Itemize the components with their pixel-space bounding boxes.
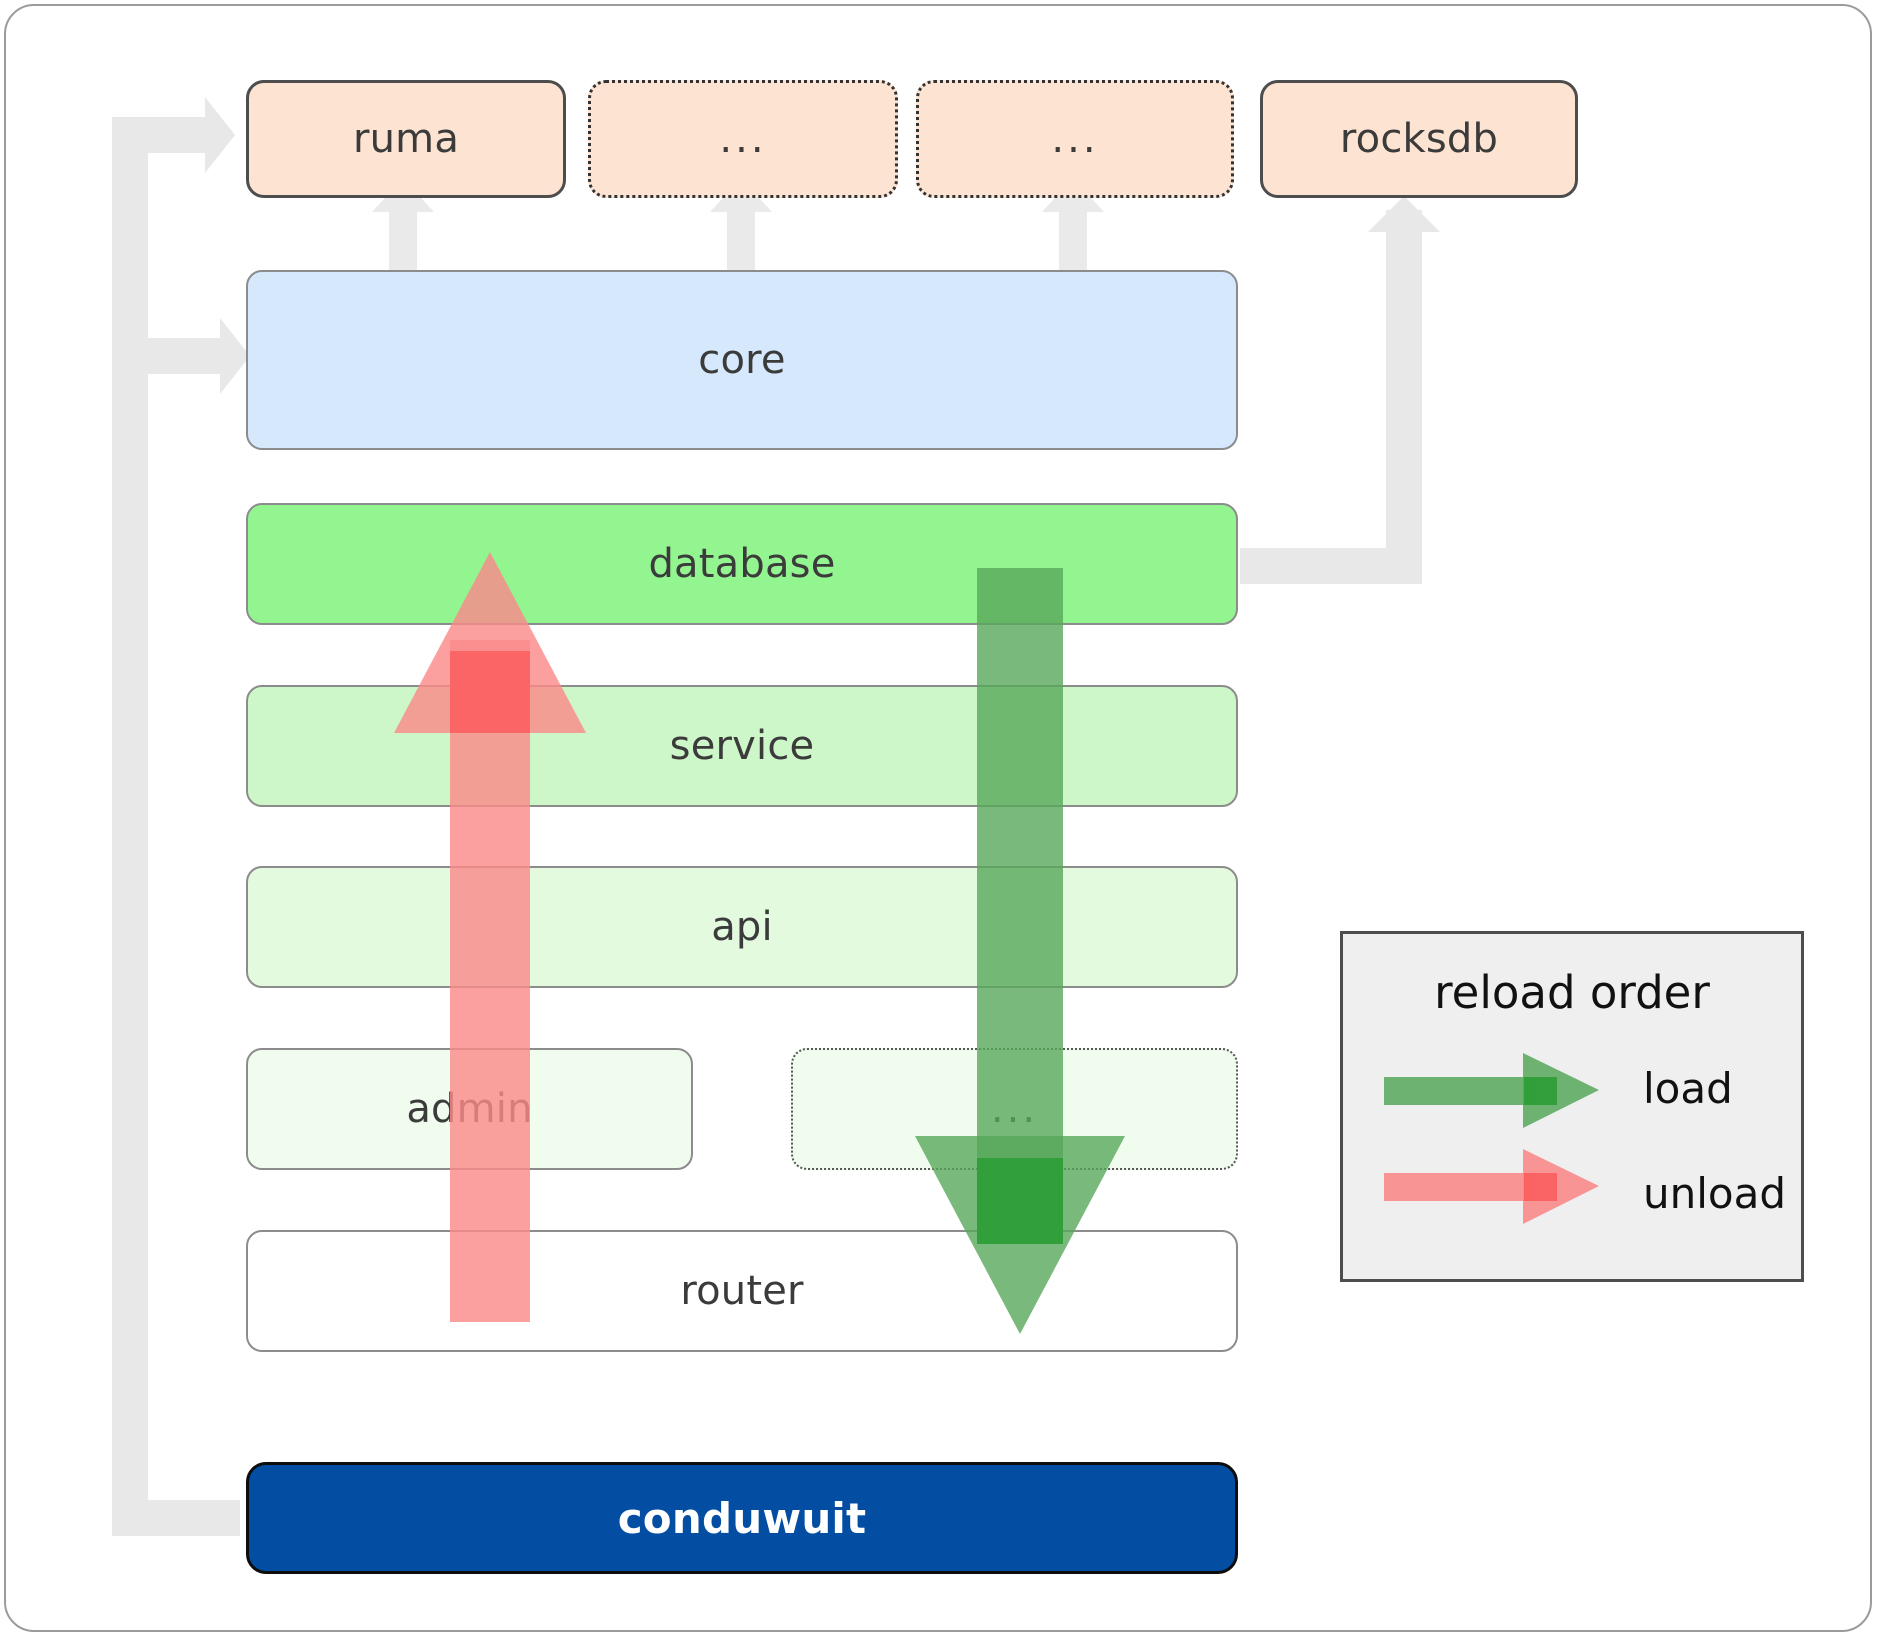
legend-unload-arrow-icon: [1384, 1149, 1599, 1224]
layer-label-core: core: [698, 337, 786, 383]
app-box-conduwuit[interactable]: conduwuit: [246, 1462, 1238, 1574]
dependency-label-ellipsis-2: ...: [1051, 116, 1099, 162]
layer-label-service: service: [669, 723, 815, 769]
legend-label-load: load: [1643, 1064, 1733, 1113]
sublayer-box-ellipsis[interactable]: ...: [791, 1048, 1238, 1170]
legend-panel: reload order load unload: [1340, 931, 1804, 1282]
legend-load-arrow-icon: [1384, 1053, 1599, 1128]
layer-box-core[interactable]: core: [246, 270, 1238, 450]
layer-box-api[interactable]: api: [246, 866, 1238, 988]
layer-label-api: api: [711, 904, 773, 950]
dependency-box-ruma[interactable]: ruma: [246, 80, 566, 198]
dependency-box-ellipsis-2[interactable]: ...: [916, 80, 1234, 198]
layer-box-service[interactable]: service: [246, 685, 1238, 807]
legend-title: reload order: [1434, 966, 1710, 1019]
dependency-label-ellipsis-1: ...: [719, 116, 767, 162]
diagram-outer-frame: [4, 4, 1872, 1632]
sublayer-label-ellipsis: ...: [990, 1086, 1039, 1132]
layer-label-router: router: [680, 1268, 804, 1314]
sublayer-label-admin: admin: [406, 1086, 533, 1132]
layer-label-database: database: [648, 541, 836, 587]
legend-arrow-icons: [1384, 1053, 1599, 1224]
legend-label-unload: unload: [1643, 1169, 1787, 1218]
layer-box-router[interactable]: router: [246, 1230, 1238, 1352]
dependency-box-rocksdb[interactable]: rocksdb: [1260, 80, 1578, 198]
dependency-label-ruma: ruma: [352, 116, 460, 162]
app-label-conduwuit: conduwuit: [617, 1493, 867, 1543]
layer-box-database[interactable]: database: [246, 503, 1238, 625]
dependency-box-ellipsis-1[interactable]: ...: [588, 80, 898, 198]
sublayer-box-admin[interactable]: admin: [246, 1048, 693, 1170]
dependency-label-rocksdb: rocksdb: [1339, 116, 1499, 162]
